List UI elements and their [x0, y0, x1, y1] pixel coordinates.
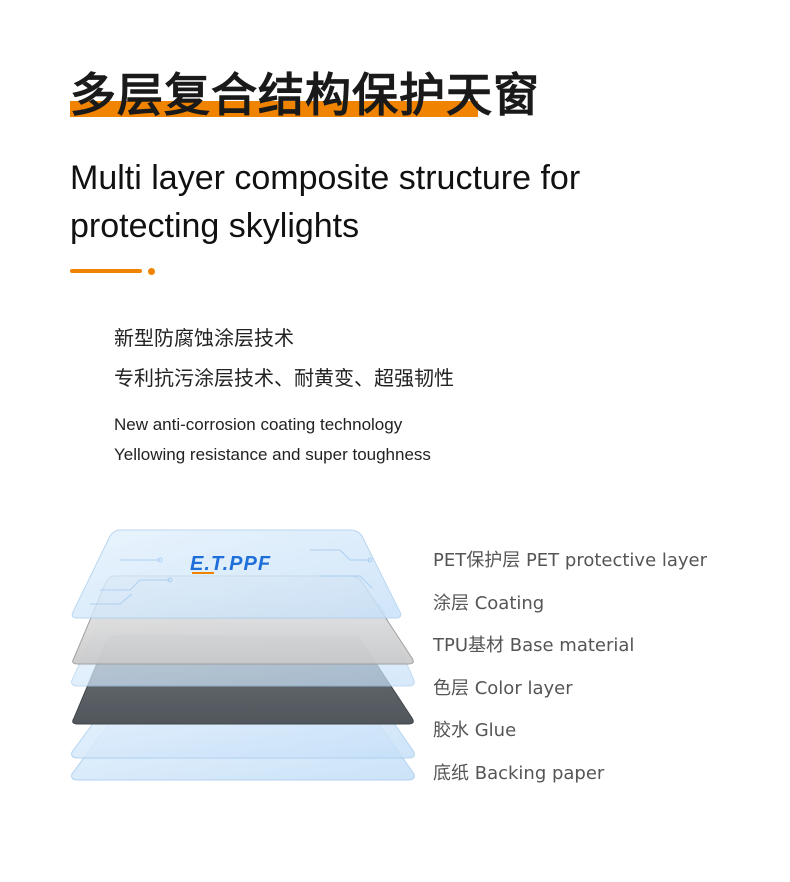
legend-item-backing: 底纸 Backing paper [433, 762, 605, 784]
accent-divider-dot [148, 268, 155, 275]
feature-en-item: Yellowing resistance and super toughness [114, 445, 431, 464]
legend-item-pet: PET保护层 PET protective layer [433, 550, 708, 571]
title-highlight-bar [70, 101, 478, 117]
feature-list-cn: 新型防腐蚀涂层技术 专利抗污涂层技术、耐黄变、超强韧性 [114, 318, 454, 398]
brand-accent-mark [192, 572, 214, 574]
layer-stack-diagram: E.T.PPF [71, 529, 415, 781]
feature-cn-item: 专利抗污涂层技术、耐黄变、超强韧性 [114, 366, 454, 390]
feature-cn-item: 新型防腐蚀涂层技术 [114, 326, 294, 350]
feature-list-en: New anti-corrosion coating technology Ye… [114, 410, 431, 470]
layer-pet-protective [71, 529, 402, 619]
page-title-cn: 多层复合结构保护天窗 [70, 68, 540, 122]
page-title-en: Multi layer composite structure for prot… [70, 154, 750, 250]
legend-item-coating: 涂层 Coating [433, 592, 545, 614]
layer-legend: PET保护层 PET protective layer 涂层 Coating T… [433, 540, 707, 795]
legend-item-glue: 胶水 Glue [433, 720, 517, 741]
legend-item-tpu: TPU基材 Base material [433, 635, 635, 656]
accent-divider-line [70, 269, 142, 273]
legend-item-color: 色层 Color layer [433, 677, 573, 699]
title-en-line-2: protecting skylights [70, 207, 360, 245]
circuit-pattern [90, 549, 373, 605]
title-en-line-1: Multi layer composite structure for [70, 159, 581, 197]
feature-en-item: New anti-corrosion coating technology [114, 415, 403, 434]
brand-logo-text: E.T.PPF [190, 553, 271, 575]
